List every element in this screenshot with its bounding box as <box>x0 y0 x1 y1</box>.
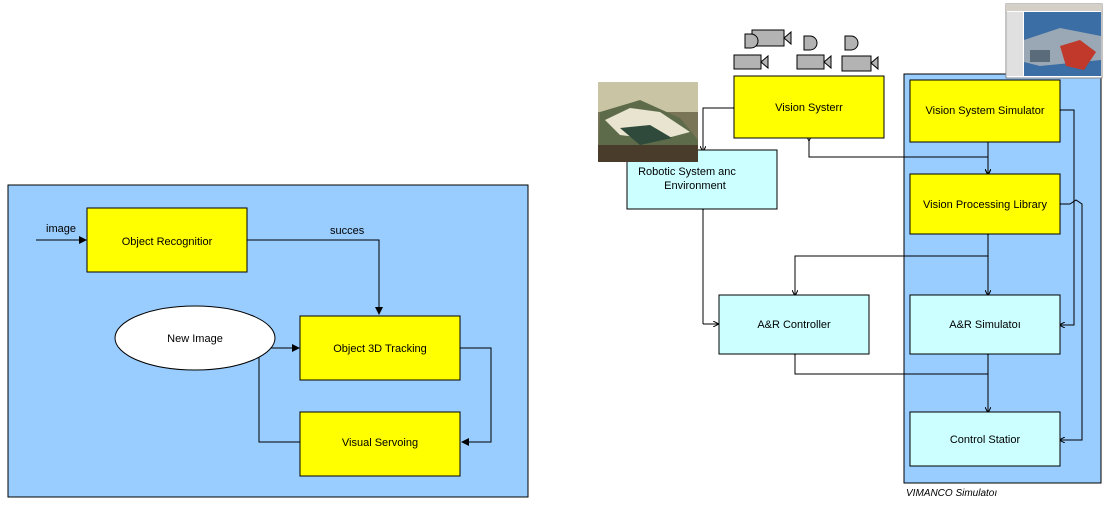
node-ar-controller <box>718 294 870 355</box>
node-object-recognition-label: Object Recognitior <box>122 236 213 248</box>
edge-ar-controller-control-station <box>795 354 988 412</box>
edge-right-side-loop-1 <box>1060 110 1075 325</box>
node-object-3d-tracking-label: Object 3D Tracking <box>333 343 427 355</box>
node-ar-simulator-label: A&R Simulatoı <box>949 319 1021 331</box>
node-vision-processing-library-label: Vision Processing Library <box>923 199 1047 211</box>
simulator-screenshot <box>1005 3 1103 79</box>
label-success: succes <box>330 225 365 237</box>
node-robotic-system-label-line1: Robotic System anc <box>638 166 736 178</box>
node-visual-servoing-label: Visual Servoing <box>342 437 418 449</box>
node-vision-system-label: Vision Systerr <box>775 102 843 114</box>
edge-vpl-to-ar-controller <box>795 234 988 295</box>
edge-tracking-to-servoing <box>460 347 492 446</box>
label-image: image <box>46 223 76 235</box>
node-object-3d-tracking <box>299 315 461 381</box>
edge-recognition-to-tracking <box>247 239 383 315</box>
edge-servoing-to-tracking <box>258 344 300 443</box>
vimanco-simulator-caption: VIMANCO Simulatoı <box>906 488 997 499</box>
robot-photo <box>598 82 698 162</box>
node-control-station <box>909 411 1061 467</box>
node-control-station-label: Control Statior <box>950 434 1021 446</box>
node-new-image-label: New Image <box>167 333 223 345</box>
edge-right-side-loop-2 <box>1060 199 1083 440</box>
node-vision-system-simulator <box>909 79 1061 143</box>
node-object-recognition <box>86 207 248 273</box>
node-robotic-system-label-line2: Environment <box>664 180 726 192</box>
camera-icon <box>744 29 792 49</box>
node-ar-simulator <box>909 294 1061 355</box>
camera-icon <box>733 54 769 70</box>
node-vision-system-simulator-label: Vision System Simulator <box>925 105 1044 117</box>
node-ar-controller-label: A&R Controller <box>757 319 831 331</box>
node-vision-processing-library <box>909 173 1061 235</box>
node-new-image <box>114 305 276 371</box>
node-visual-servoing <box>299 411 461 477</box>
camera-icon <box>841 35 879 72</box>
node-vision-system <box>733 75 885 139</box>
camera-icon <box>796 35 832 70</box>
edge-vision-robotic <box>703 108 734 151</box>
